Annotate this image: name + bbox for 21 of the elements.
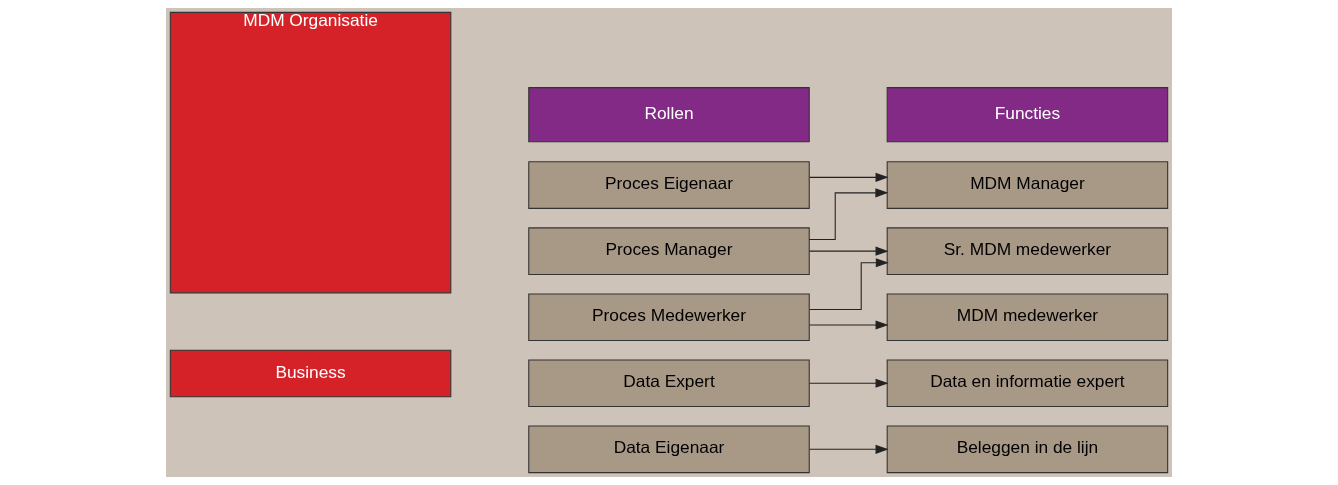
node-box: Proces Eigenaar bbox=[528, 161, 810, 209]
arrow bbox=[809, 172, 889, 182]
node-box: MDM Organisatie bbox=[169, 11, 452, 294]
node-box: MDM Manager bbox=[886, 161, 1169, 209]
arrow bbox=[809, 258, 889, 310]
node-box: Rollen bbox=[528, 87, 810, 143]
node-box: Proces Medewerker bbox=[528, 293, 810, 342]
node-box: Functies bbox=[886, 87, 1169, 143]
node-box: Sr. MDM medewerker bbox=[886, 227, 1169, 275]
arrow bbox=[809, 320, 889, 330]
node-box: Business bbox=[169, 349, 452, 398]
arrow bbox=[809, 444, 889, 454]
node-box: Data Eigenaar bbox=[528, 425, 810, 474]
node-box: MDM medewerker bbox=[886, 293, 1169, 342]
arrow bbox=[809, 246, 889, 256]
arrow bbox=[808, 188, 889, 241]
arrow bbox=[809, 378, 889, 388]
node-box: Beleggen in de lijn bbox=[886, 425, 1169, 474]
node-box: Data en informatie expert bbox=[886, 359, 1169, 408]
node-box: Data Expert bbox=[528, 359, 810, 408]
node-box: Proces Manager bbox=[528, 227, 810, 275]
